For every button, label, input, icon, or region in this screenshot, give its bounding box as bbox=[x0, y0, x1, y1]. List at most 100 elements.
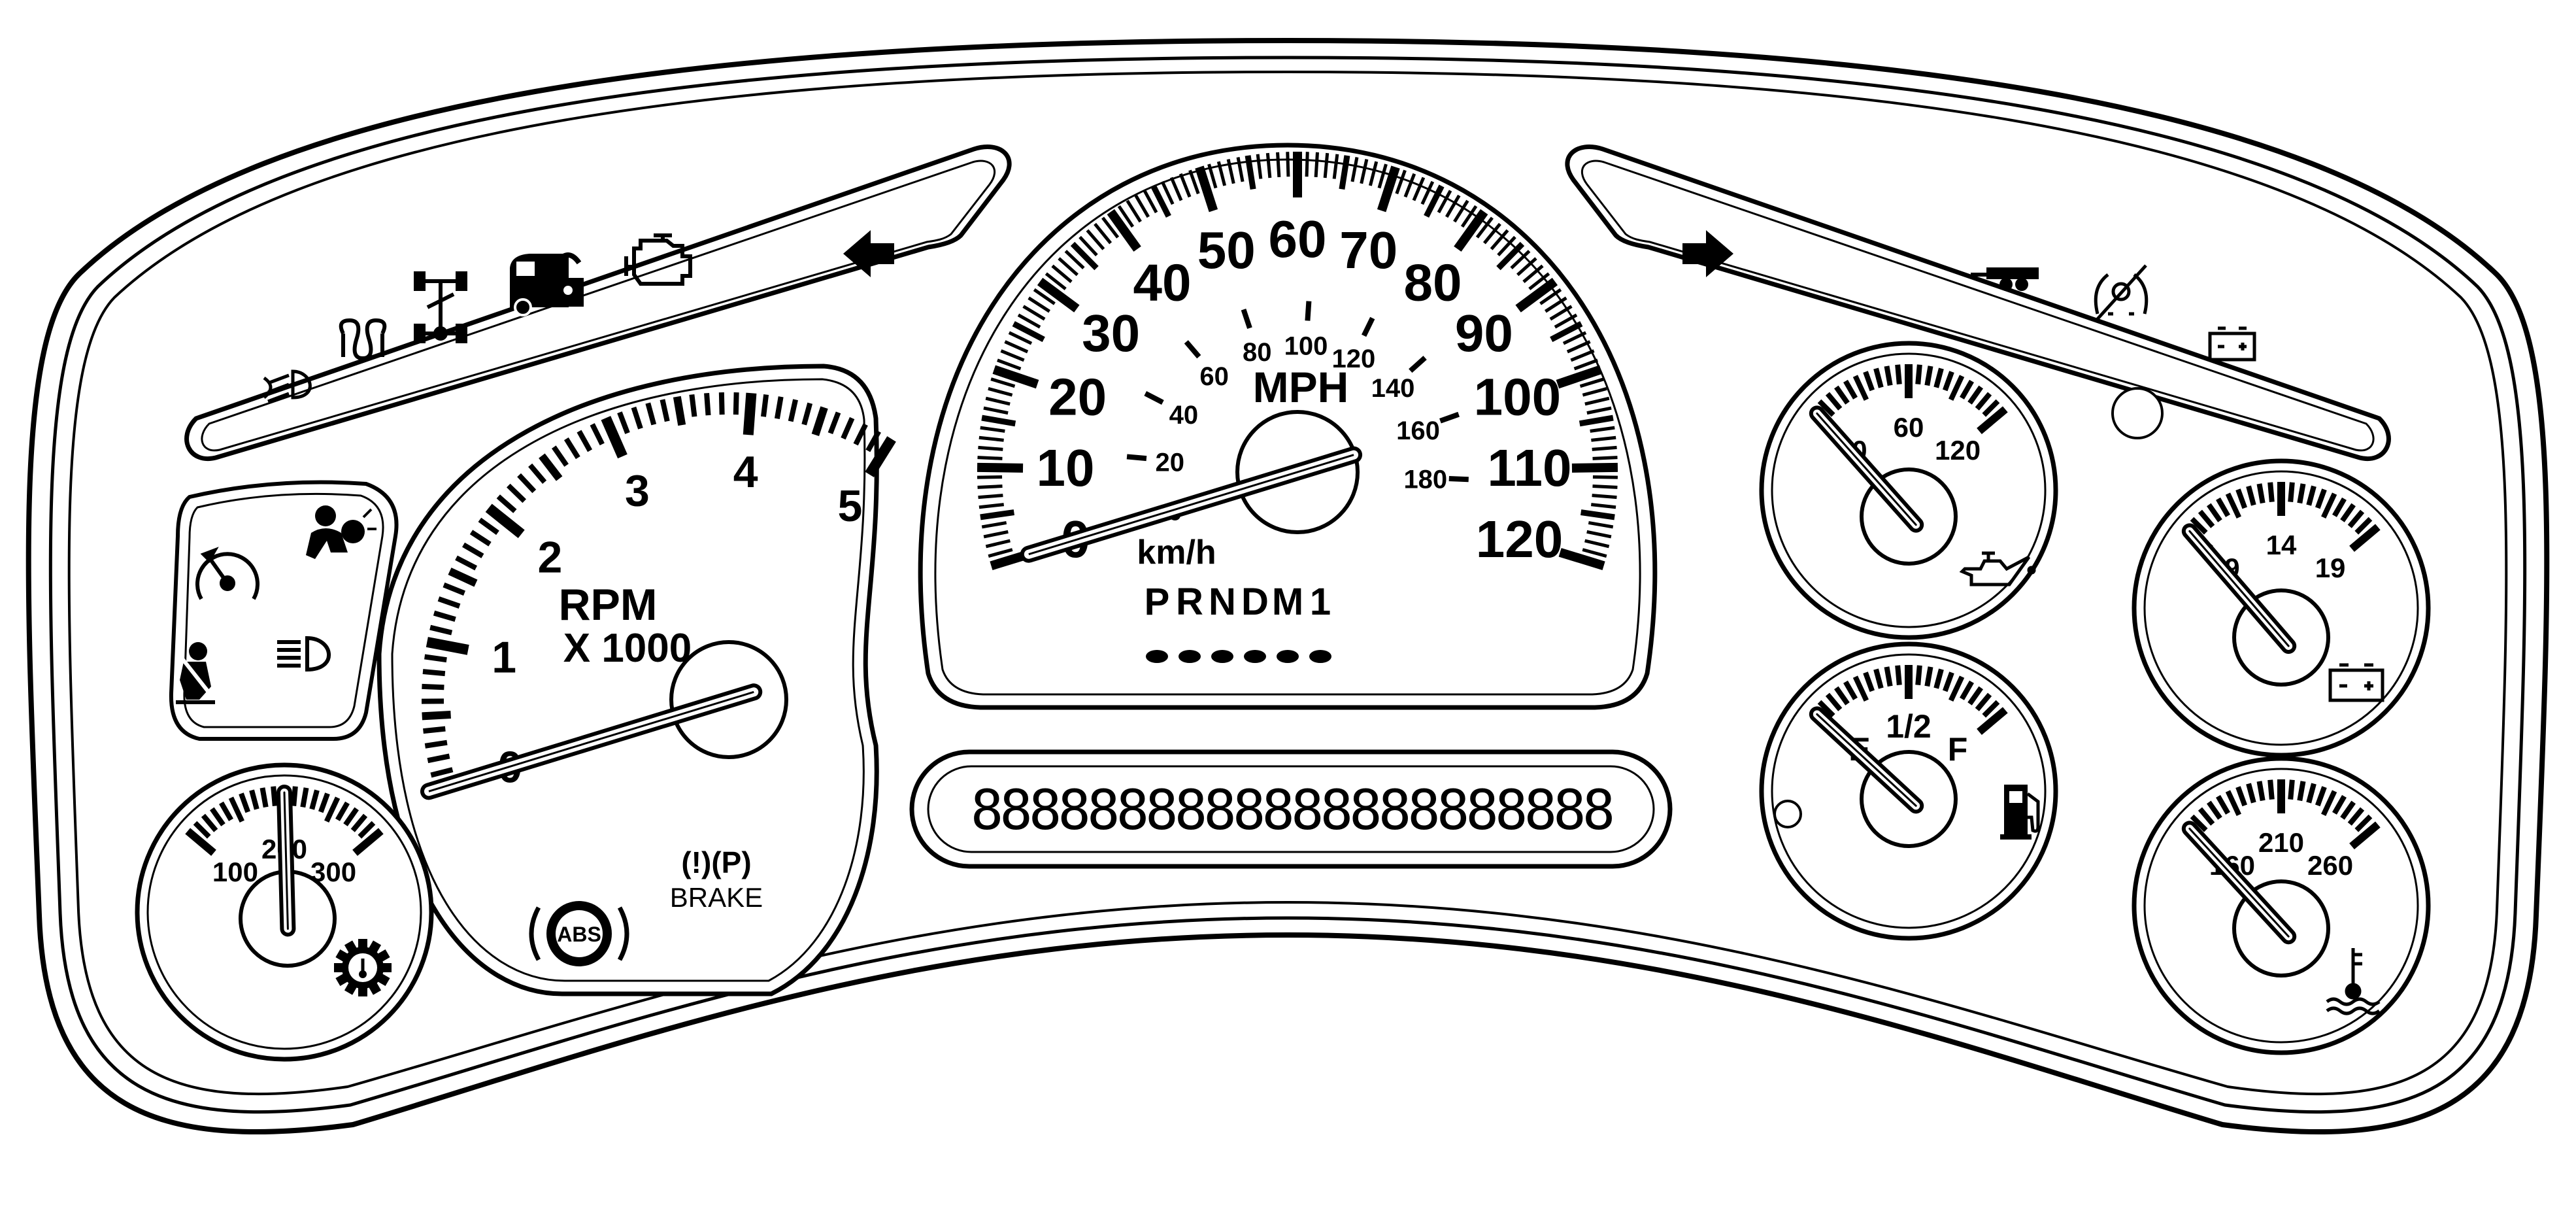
tach-tick bbox=[430, 767, 454, 778]
speed-tick bbox=[1117, 205, 1135, 228]
speed-tick bbox=[1437, 190, 1452, 214]
cluster-bezel bbox=[25, 37, 2550, 1135]
trans-temp-gauge-label: 100 bbox=[212, 857, 258, 887]
speed-tick bbox=[1226, 159, 1235, 184]
voltmeter-gauge-tick bbox=[2190, 517, 2208, 535]
speed-tick bbox=[1497, 235, 1516, 257]
tach-tick bbox=[865, 436, 896, 477]
tach-tick bbox=[563, 437, 580, 460]
speed-tick bbox=[1490, 229, 1509, 250]
trans-temp-gauge-tick bbox=[210, 807, 226, 826]
speed-tick bbox=[1004, 340, 1029, 354]
speed-tick bbox=[1045, 272, 1067, 290]
tach-tick bbox=[448, 568, 478, 587]
speed-tick bbox=[1586, 530, 1612, 539]
tach-tick bbox=[424, 654, 447, 663]
trans-temp-gauge-tick bbox=[249, 789, 259, 810]
speed-tick bbox=[1475, 216, 1494, 239]
coolant-gauge-tick bbox=[2315, 786, 2327, 807]
speed-tick bbox=[1582, 548, 1607, 558]
coolant-gauge-tick bbox=[2225, 790, 2241, 817]
kmh-tick bbox=[1144, 391, 1164, 405]
coolant-gauge-tick bbox=[2190, 814, 2208, 832]
speed-tick bbox=[1510, 250, 1531, 269]
speed-tick bbox=[1188, 169, 1200, 195]
oil-pressure-gauge-tick bbox=[1915, 364, 1922, 384]
oil-pressure-gauge-tick bbox=[1977, 406, 2008, 434]
tach-tick bbox=[426, 637, 469, 655]
speed-tick bbox=[977, 456, 1003, 460]
security-lock-icon bbox=[510, 252, 584, 316]
glow-plug-icon bbox=[339, 318, 387, 361]
fuel-gauge-tick bbox=[1817, 700, 1835, 718]
speed-tick bbox=[1582, 386, 1607, 397]
prndl-letter: 1 bbox=[1310, 581, 1331, 623]
speed-tick bbox=[1079, 235, 1098, 257]
speed-tick bbox=[1377, 163, 1388, 189]
speed-tick bbox=[1395, 169, 1407, 195]
tach-tick bbox=[485, 503, 525, 538]
speed-unit-label: MPH bbox=[1253, 363, 1349, 411]
voltmeter-gauge-needle bbox=[2181, 523, 2297, 654]
kmh-tick bbox=[1409, 356, 1427, 373]
speed-tick bbox=[1245, 155, 1256, 190]
coolant-gauge-tick bbox=[2306, 783, 2317, 804]
trans-temp-gauge-tick bbox=[219, 801, 233, 821]
fuel-gauge-tick bbox=[1949, 675, 1965, 702]
speed-tick bbox=[1094, 222, 1112, 245]
prndl-letter: R bbox=[1176, 581, 1203, 623]
speed-tick bbox=[1160, 180, 1175, 205]
trans-temp-gauge-tick bbox=[291, 786, 298, 806]
speed-tick bbox=[985, 539, 1011, 549]
speed-tick bbox=[1420, 180, 1435, 205]
voltmeter-battery-icon bbox=[2328, 663, 2384, 702]
speed-tick bbox=[1453, 199, 1469, 223]
speed-tick bbox=[1169, 177, 1183, 201]
coolant-gauge-tick bbox=[2207, 800, 2222, 820]
odometer-display: 8888888888888888888888 bbox=[909, 749, 1673, 869]
tach-tick bbox=[828, 411, 841, 435]
oil-pressure-gauge-tick bbox=[1924, 366, 1933, 386]
mph-label: 90 bbox=[1455, 304, 1513, 362]
speed-tick bbox=[983, 406, 1009, 415]
speed-tick bbox=[1350, 157, 1359, 182]
speed-tick bbox=[980, 426, 1005, 433]
fuel-gauge-label: 1/2 bbox=[1886, 708, 1932, 745]
coolant-gauge-tick bbox=[2288, 779, 2295, 800]
speed-tick bbox=[981, 520, 1007, 529]
fuel-door-indicator-icon bbox=[1773, 800, 1802, 828]
prndl-dot bbox=[1309, 650, 1331, 663]
right-telltale-strip bbox=[1565, 144, 2391, 461]
speed-tick bbox=[1339, 155, 1350, 190]
prndl-letter: P bbox=[1145, 581, 1170, 623]
mph-label: 20 bbox=[1048, 367, 1107, 426]
trans-temp-gauge-tick bbox=[271, 786, 278, 806]
speed-tick bbox=[978, 445, 1003, 451]
speed-tick bbox=[1454, 209, 1488, 252]
tach-label: 2 bbox=[538, 533, 563, 583]
speed-tick bbox=[1143, 190, 1158, 214]
speed-tick bbox=[979, 435, 1004, 442]
tach-tick bbox=[469, 530, 492, 547]
tach-tick bbox=[865, 430, 881, 452]
oil-pressure-gauge-tick bbox=[1817, 399, 1835, 417]
voltmeter-gauge-tick bbox=[2207, 503, 2222, 522]
speed-tick bbox=[981, 415, 1016, 427]
voltmeter-gauge-tick bbox=[2225, 492, 2241, 519]
tach-tick bbox=[528, 463, 547, 484]
coolant-gauge-tick bbox=[2321, 790, 2337, 817]
fuel-gauge-tick bbox=[1977, 707, 2008, 735]
trans-temp-gauge-tick bbox=[193, 821, 211, 839]
tow-haul-icon bbox=[1971, 267, 2039, 291]
speed-tick bbox=[1207, 163, 1218, 189]
fuel-gauge-tick bbox=[1982, 700, 2000, 718]
speed-tick bbox=[1314, 152, 1319, 178]
speed-tick bbox=[1445, 194, 1461, 218]
tach-tick bbox=[689, 394, 697, 417]
speed-tick bbox=[1556, 365, 1603, 389]
trans-temp-gauge-tick bbox=[358, 821, 376, 839]
trans-temp-gauge-needle bbox=[276, 785, 296, 937]
kmh-label: 180 bbox=[1403, 465, 1447, 494]
speed-tick bbox=[1581, 509, 1615, 520]
battery-icon bbox=[2208, 326, 2256, 362]
